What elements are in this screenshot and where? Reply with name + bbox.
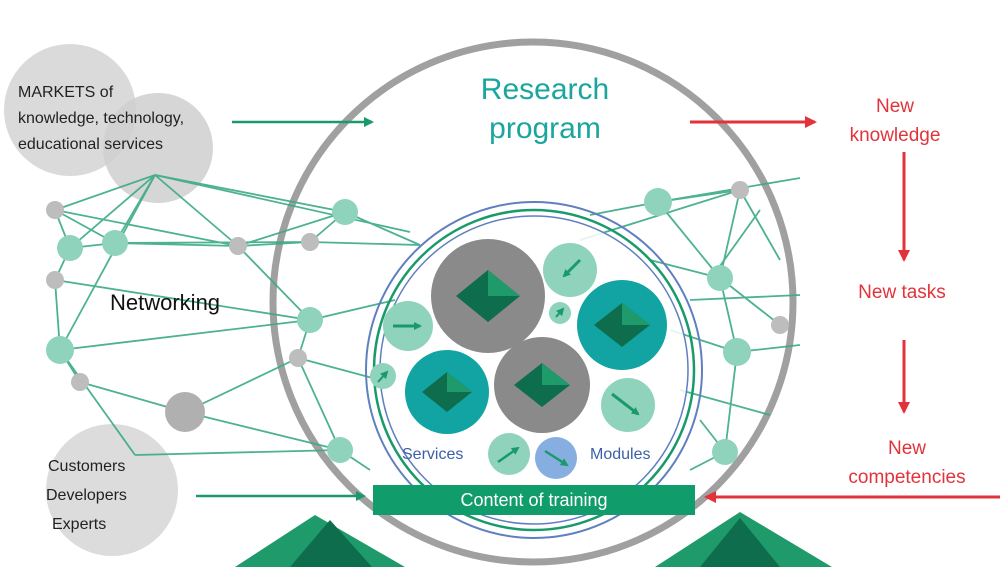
stakeholders-label: Customers Developers Experts bbox=[44, 452, 127, 539]
modules-label: Modules bbox=[590, 446, 651, 463]
networking-label: Networking bbox=[110, 290, 221, 315]
new-competencies-label: New competencies bbox=[822, 434, 992, 492]
developers-label: Developers bbox=[46, 487, 127, 504]
customers-label: Customers bbox=[48, 458, 126, 475]
markets-line-3: educational services bbox=[18, 136, 163, 153]
left-base-triangle-dark bbox=[290, 520, 372, 567]
markets-circle bbox=[4, 44, 136, 176]
new-competencies-line-2: competencies bbox=[848, 467, 966, 488]
markets-circle-overlap bbox=[103, 93, 213, 203]
experts-label: Experts bbox=[52, 516, 107, 533]
new-knowledge-line-2: knowledge bbox=[849, 125, 941, 146]
research-line-2: program bbox=[489, 112, 601, 145]
new-knowledge-line-1: New bbox=[875, 96, 914, 117]
new-knowledge-label: New knowledge bbox=[840, 92, 950, 150]
teal-circle-right bbox=[577, 280, 667, 370]
outer-ring bbox=[269, 38, 797, 566]
inner-ring-blue-outer bbox=[365, 201, 703, 539]
gray-circle-top bbox=[431, 239, 545, 353]
people-circle bbox=[46, 424, 178, 556]
arrow-bubbles bbox=[370, 243, 655, 479]
markets-label: MARKETS of knowledge, technology, educat… bbox=[18, 80, 184, 158]
research-line-1: Research bbox=[480, 73, 610, 106]
right-base-triangle-dark bbox=[700, 518, 780, 567]
teal-circle-left bbox=[405, 350, 489, 434]
new-competencies-line-1: New bbox=[887, 438, 926, 459]
markets-line-1: MARKETS of bbox=[18, 84, 114, 101]
markets-line-2: knowledge, technology, bbox=[18, 110, 185, 127]
network-nodes bbox=[46, 181, 789, 465]
services-label: Services bbox=[402, 446, 464, 463]
network-lines bbox=[54, 174, 801, 471]
new-tasks-label: New tasks bbox=[858, 282, 946, 303]
gray-circle-center bbox=[494, 337, 590, 433]
content-of-training-bar: Content of training bbox=[373, 485, 695, 515]
research-program-label: Research program bbox=[440, 70, 650, 148]
